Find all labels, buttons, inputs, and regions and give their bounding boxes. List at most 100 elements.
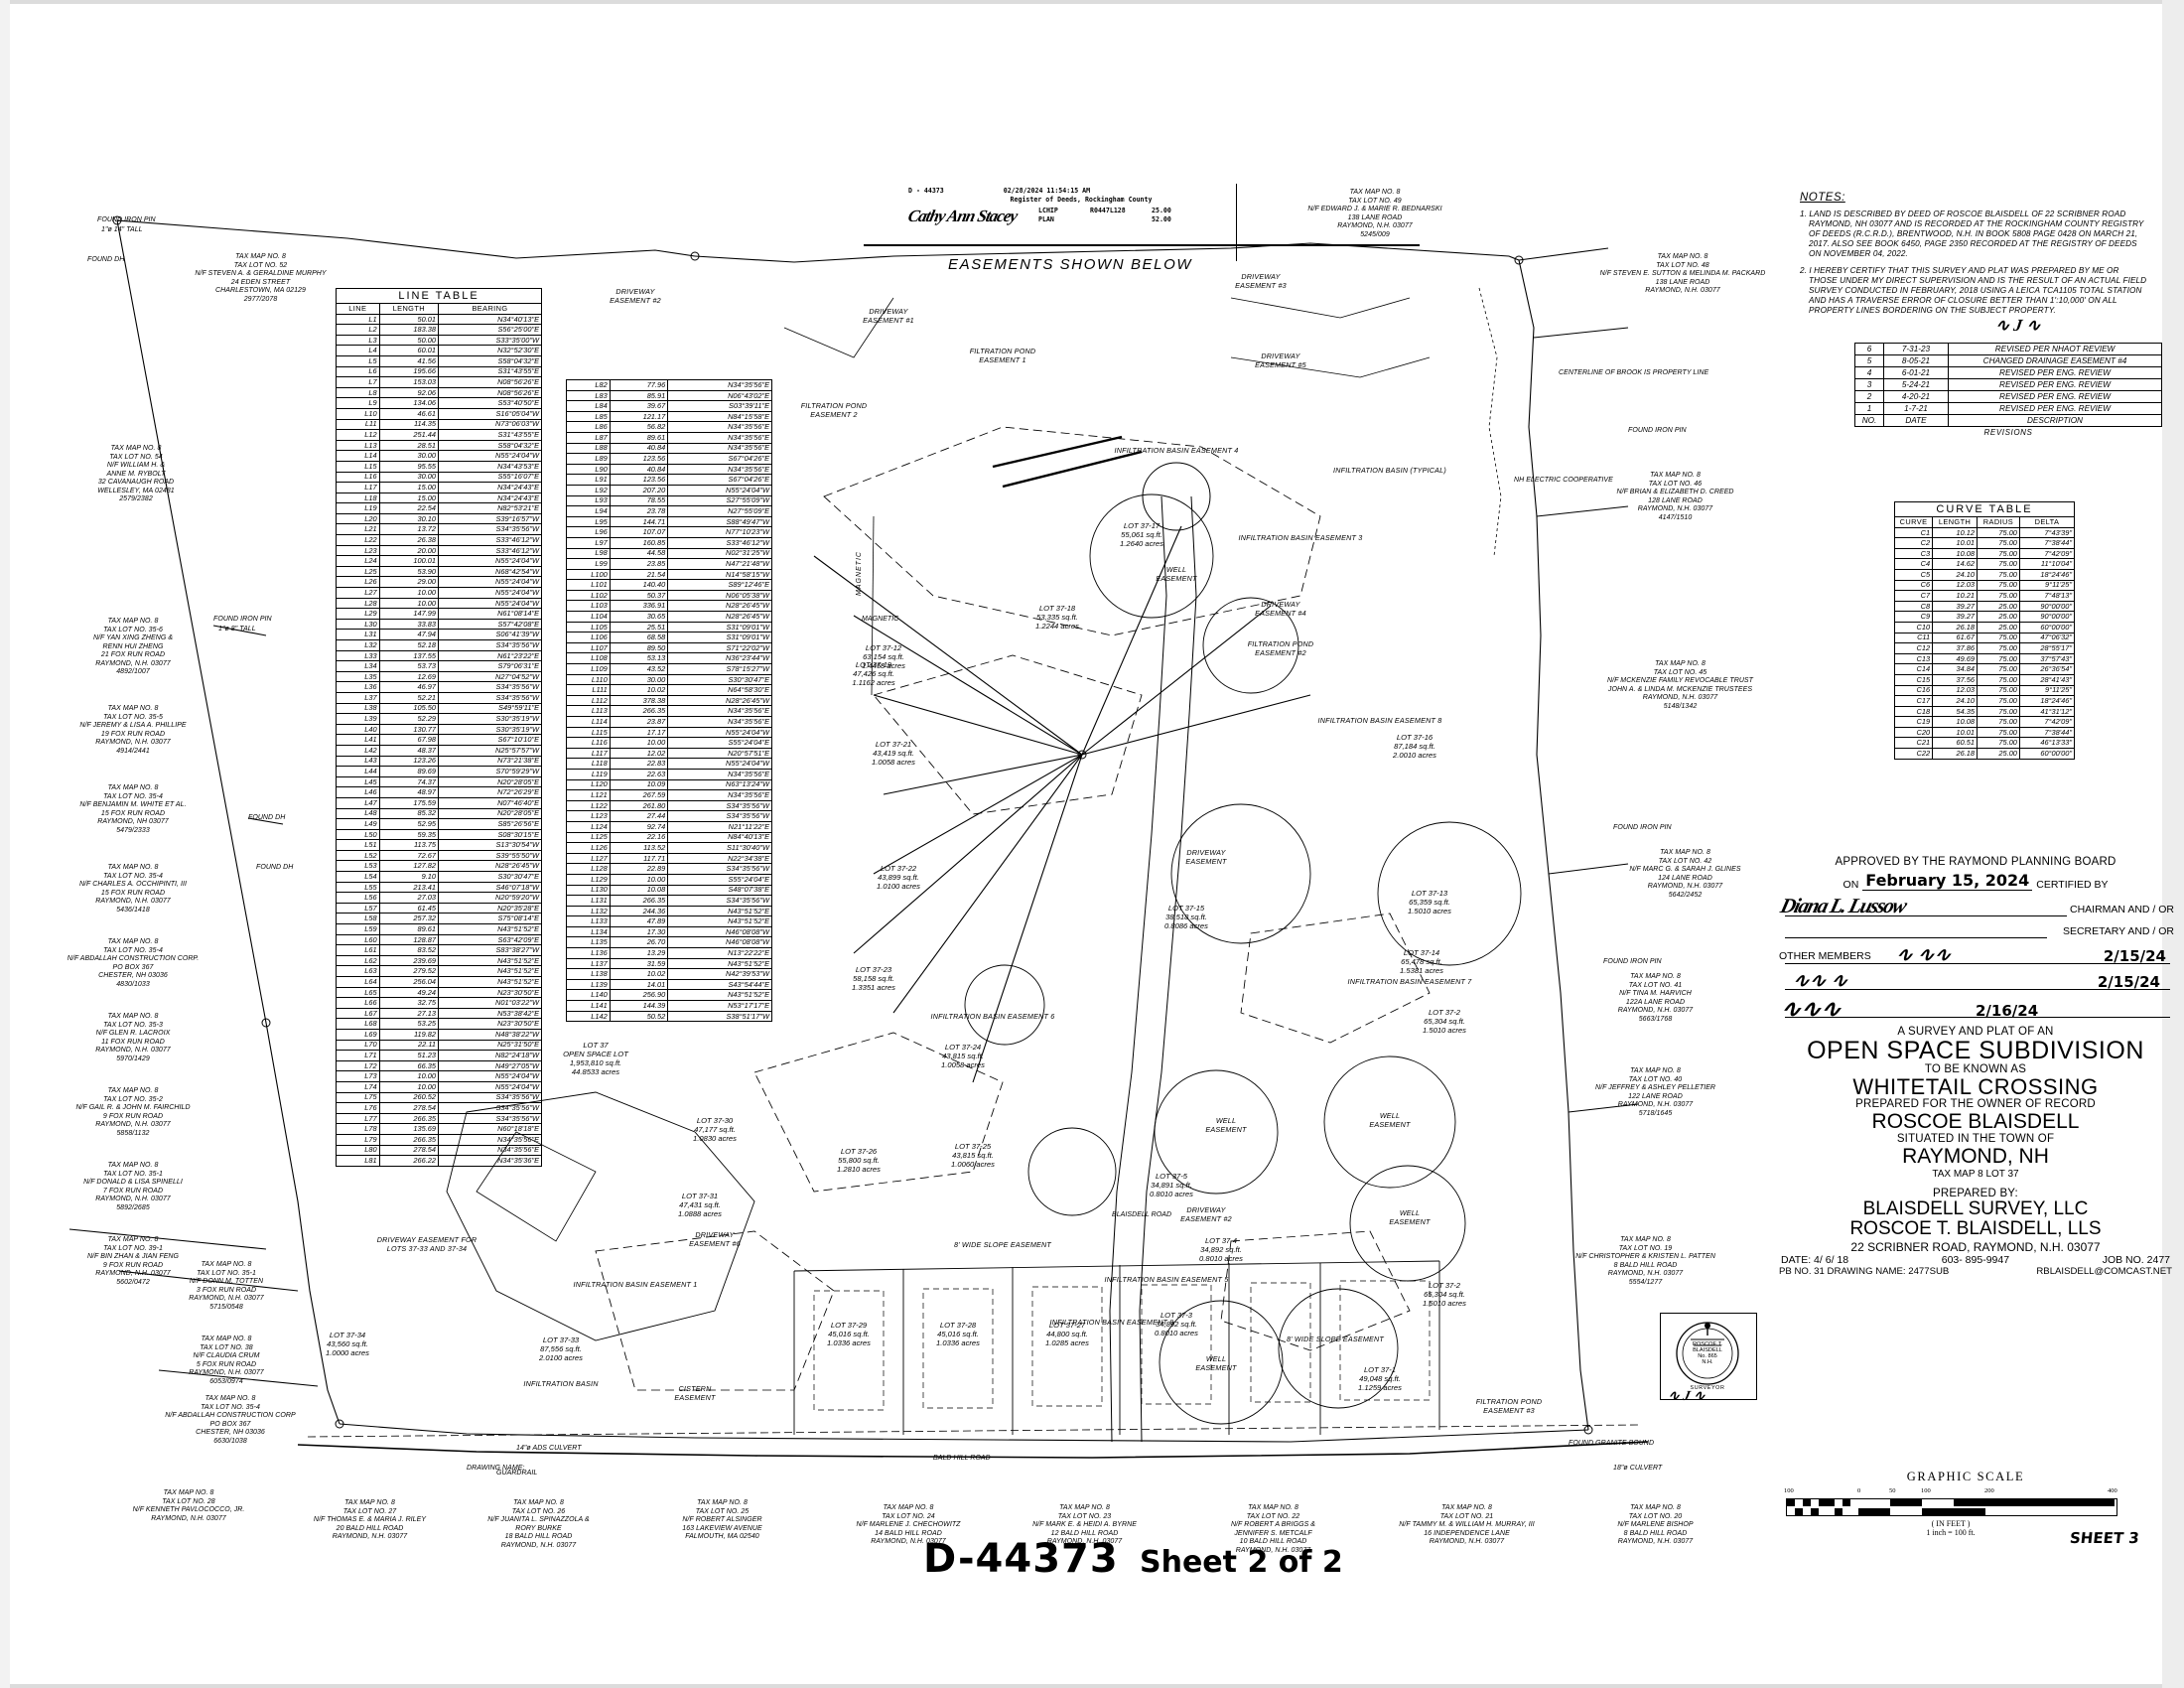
member-signature-2: ∿∿ ∿ bbox=[1789, 970, 1851, 992]
map-note: DRAWING NAME: bbox=[467, 1465, 525, 1472]
abutter-line: 15 FOX RUN ROAD bbox=[100, 889, 166, 897]
easement-label-line: INFILTRATION BASIN (TYPICAL) bbox=[1333, 466, 1446, 475]
scan-edge-top bbox=[0, 0, 2184, 4]
hand-sheet-label: Sheet 2 of 2 bbox=[1140, 1545, 1343, 1580]
easement-label-line: EASEMENT #3 bbox=[1483, 1405, 1535, 1415]
line-length: 28.51 bbox=[378, 439, 440, 452]
abutter-line: 24 EDEN STREET bbox=[230, 278, 291, 286]
line-bearing: S38°51'17"W bbox=[667, 1010, 772, 1023]
title-block: APPROVED BY THE RAYMOND PLANNING BOARD O… bbox=[1777, 856, 2174, 1277]
map-note: BLAISDELL ROAD bbox=[1112, 1211, 1172, 1218]
abutter-line: RENN HUI ZHENG bbox=[102, 642, 164, 650]
easement-label-line: 8' WIDE SLOPE EASEMENT bbox=[1286, 1335, 1385, 1343]
easement-label-line: INFILTRATION BASIN EASEMENT 4 bbox=[1114, 446, 1239, 455]
lot-label-line: LOT 37-28 bbox=[939, 1321, 977, 1330]
lot-label-line: LOT 37-33 bbox=[542, 1336, 580, 1344]
lot-label-line: 0.8010 acres bbox=[1199, 1254, 1243, 1264]
abutter-line: N/F MARC G. & SARAH J. GLINES bbox=[1629, 866, 1741, 874]
abutter-line: 5436/1418 bbox=[116, 906, 150, 914]
abutter-line: N/F GAIL R. & JOHN M. FAIRCHILD bbox=[75, 1104, 191, 1112]
approval-date: February 15, 2024 bbox=[1862, 871, 2033, 891]
town-name: RAYMOND, NH bbox=[1902, 1145, 2049, 1169]
note-item-1: 1. LAND IS DESCRIBED BY DEED OF ROSCOE B… bbox=[1800, 210, 2144, 258]
abutter-line: TAX MAP NO. 8 bbox=[107, 618, 159, 625]
line-bearing: N55°24'04"W bbox=[667, 484, 772, 496]
hand-plan-number: D-44373 bbox=[923, 1536, 1119, 1582]
abutter-line: 8 BALD HILL ROAD bbox=[1623, 1529, 1688, 1537]
line-length: 195.66 bbox=[378, 365, 440, 378]
lot-label-line: 0.8086 acres bbox=[1164, 921, 1208, 931]
scale-tick-4: 200 bbox=[1984, 1487, 1994, 1494]
map-note: FOUND DH bbox=[248, 814, 286, 821]
easement-label: INFILTRATION BASIN EASEMENT 6 bbox=[918, 1012, 1067, 1022]
lot-label-line: 34,891 sq.ft. bbox=[1151, 1181, 1192, 1191]
line-length: 89.61 bbox=[609, 431, 669, 444]
line-length: 30.00 bbox=[378, 471, 440, 484]
lot-label-line: 47,426 sq.ft. bbox=[853, 669, 894, 679]
easement-label-line: INFILTRATION BASIN bbox=[523, 1379, 599, 1388]
abutter-line: TAX LOT NO. 39-1 bbox=[103, 1244, 163, 1252]
lot-label-line: LOT 37-16 bbox=[1396, 733, 1433, 742]
lot-label-line: LOT 37-21 bbox=[875, 740, 912, 749]
abutter-line: 5858/1132 bbox=[116, 1129, 150, 1137]
abutter-line: N/F GLEN R. LACROIX bbox=[95, 1030, 171, 1038]
abutter-line: N/F CHRISTOPHER & KRISTEN L. PATTEN bbox=[1575, 1253, 1715, 1261]
lot-label-line: LOT 37-2 bbox=[1428, 1008, 1461, 1017]
abutter-line: TAX MAP NO. 8 bbox=[107, 1013, 159, 1020]
line-bearing: N08°56'26"E bbox=[438, 376, 542, 388]
abutter-line: TAX LOT NO. 46 bbox=[1648, 480, 1703, 488]
scale-ratio: 1 inch = 100 ft. bbox=[1926, 1528, 1976, 1537]
abutter-line: PO BOX 367 bbox=[209, 1420, 251, 1428]
lot-label-line: 1.0060 acres bbox=[951, 1160, 995, 1170]
line-length: 183.38 bbox=[378, 324, 440, 336]
registry-plan-no: D - 44373 bbox=[908, 187, 944, 195]
abutter-line: TAX MAP NO. 8 bbox=[1248, 1504, 1298, 1511]
abutter-line: N/F ROBERT A BRIGGS & bbox=[1230, 1521, 1316, 1529]
abutter-line: 2977/2078 bbox=[243, 295, 278, 303]
lot-label-line: 43,560 sq.ft. bbox=[327, 1339, 368, 1349]
easement-label-line: EASEMENT #2 bbox=[1180, 1213, 1232, 1223]
lot-label-line: LOT 37-23 bbox=[855, 965, 892, 974]
curve-delta: 60°00'00" bbox=[2018, 748, 2076, 760]
magnetic-north-label: MAGNETIC bbox=[856, 551, 863, 596]
owner-name: ROSCOE BLAISDELL bbox=[1871, 1110, 2080, 1134]
lot-label-line: 65,304 sq.ft. bbox=[1424, 1017, 1465, 1027]
abutter-line: N/F MCKENZIE FAMILY REVOCABLE TRUST bbox=[1607, 677, 1753, 685]
abutter-line: RAYMOND, N.H. 03077 bbox=[1647, 883, 1723, 891]
lot-label-line: 1,953,810 sq.ft. bbox=[569, 1058, 622, 1068]
line-bearing: N34°35'56"E bbox=[667, 442, 772, 455]
abutter-line: TAX LOT NO. 28 bbox=[162, 1497, 215, 1505]
abutter-line: N/F DONN M. TOTTEN bbox=[189, 1278, 264, 1286]
scan-edge-right bbox=[2162, 0, 2184, 1688]
abutter-line: TAX LOT NO. 24 bbox=[882, 1512, 935, 1520]
scale-tick-2: 50 bbox=[1889, 1487, 1896, 1494]
lot-label-line: OPEN SPACE LOT bbox=[563, 1050, 628, 1059]
line-bearing: S16°05'04"W bbox=[438, 407, 542, 420]
abutter-line: RAYMOND, N.H. 03077 bbox=[1645, 287, 1720, 295]
line-length: 78.55 bbox=[609, 494, 669, 507]
abutter-line: RAYMOND, N.H. 03077 bbox=[1607, 1270, 1684, 1278]
map-note: FOUND IRON PIN bbox=[1613, 824, 1672, 831]
